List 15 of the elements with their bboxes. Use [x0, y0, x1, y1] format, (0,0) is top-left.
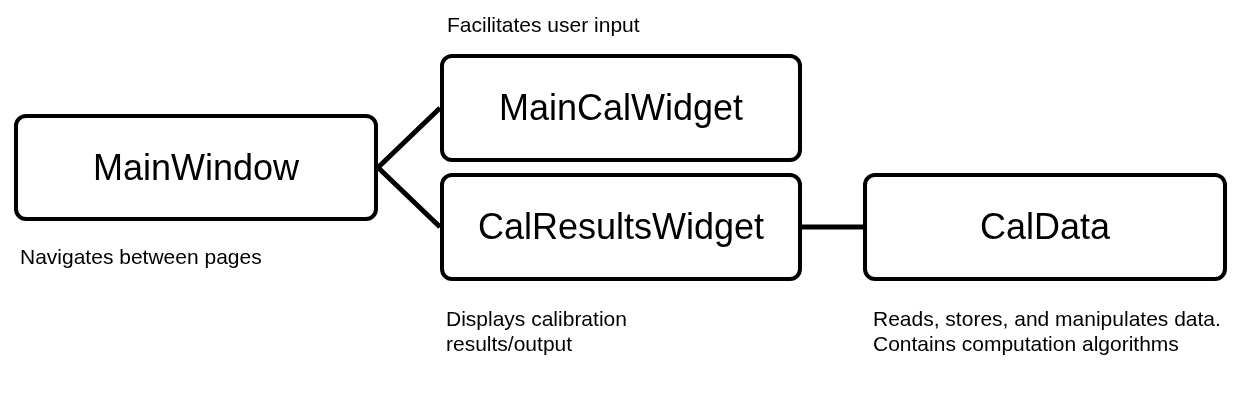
class-box	[440, 54, 802, 162]
description-text: Displays calibration results/output	[446, 306, 628, 357]
class-name: MainWindow	[92, 146, 300, 189]
connector-line	[802, 224, 863, 230]
class-box	[14, 114, 378, 221]
class-name: CalData	[979, 206, 1111, 248]
connector-line	[376, 165, 442, 229]
connector-line	[376, 106, 442, 170]
description-text: Reads, stores, and manipulates data. Contains computation algorithms	[873, 306, 1222, 357]
description-text: Facilitates user input	[447, 12, 641, 38]
class-name: MainCalWidget	[498, 87, 744, 129]
description-text: Navigates between pages	[20, 244, 263, 270]
class-box	[863, 173, 1227, 281]
class-box	[440, 173, 802, 281]
class-name: CalResultsWidget	[477, 206, 765, 248]
